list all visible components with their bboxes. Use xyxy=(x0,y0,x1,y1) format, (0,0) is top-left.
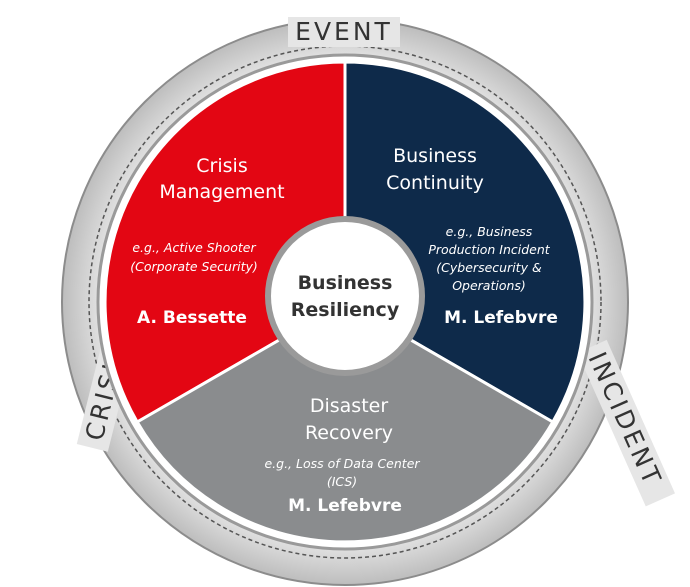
crisis-management-example-line2: (Corporate Security) xyxy=(130,259,258,274)
disaster-recovery-example-line2: (ICS) xyxy=(327,474,357,489)
business-continuity-example-line2: Production Incident xyxy=(428,242,550,257)
crisis-management-owner: A. Bessette xyxy=(137,308,247,328)
event-label-backing xyxy=(288,17,400,47)
disaster-recovery-title-line1: Disaster xyxy=(310,395,388,417)
crisis-management-example-line1: e.g., Active Shooter xyxy=(132,240,256,255)
incident-label-backing xyxy=(577,339,676,507)
crisis-management-title-line1: Crisis xyxy=(196,155,247,177)
business-continuity-example-line1: e.g., Business xyxy=(446,224,533,239)
business-continuity-owner: M. Lefebvre xyxy=(444,308,558,328)
business-continuity-title-line2: Continuity xyxy=(386,172,484,194)
disaster-recovery-title-line2: Recovery xyxy=(305,422,393,444)
business-continuity-example-line3: (Cybersecurity & xyxy=(436,260,542,275)
recovery-example-rest: Loss of Data Center xyxy=(296,456,420,471)
center-title-line2: Resiliency xyxy=(291,299,400,321)
business-continuity-example-line4: Operations) xyxy=(452,278,526,293)
disaster-recovery-owner: M. Lefebvre xyxy=(288,496,402,516)
continuity-example-prefix: e.g., xyxy=(446,224,478,239)
center-circle xyxy=(265,216,425,376)
crisis-management-title-line2: Management xyxy=(159,181,284,203)
recovery-example-prefix: e.g., xyxy=(264,456,296,471)
segment-disaster-recovery[interactable] xyxy=(135,300,555,544)
crisis-example-rest: Active Shooter xyxy=(163,240,257,255)
continuity-example-rest: Business xyxy=(477,224,533,239)
disaster-recovery-example-line1: e.g., Loss of Data Center xyxy=(264,456,420,471)
business-continuity-title-line1: Business xyxy=(393,145,477,167)
center-title-line1: Business xyxy=(298,272,393,294)
ring-label-event: EVENT xyxy=(295,17,393,46)
crisis-example-prefix: e.g., xyxy=(132,240,164,255)
